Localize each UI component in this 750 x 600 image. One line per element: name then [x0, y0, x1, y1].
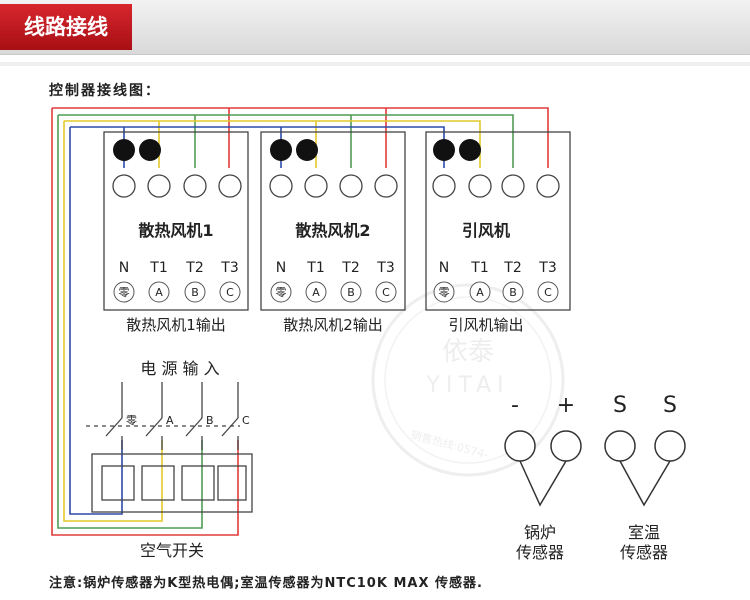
- controller-1-terminal-mark: A: [155, 286, 163, 299]
- controller-1-terminal-mark: B: [191, 286, 199, 299]
- boiler-sensor-name-line1: 锅炉: [524, 523, 556, 542]
- room-sensor-name-line2: 传感器: [620, 543, 668, 562]
- controller-2-terminal-label: T1: [306, 260, 324, 276]
- controller-2-terminal-mark: A: [312, 286, 320, 299]
- controller-2-terminal-mark: 零: [276, 286, 287, 299]
- controller-3: 引风机 N T1 T2 T3 零 A B C 引风机输出: [425, 131, 571, 334]
- controller-1-terminal-label: T1: [149, 260, 167, 276]
- controller-2-port-1: [269, 174, 293, 198]
- controller-3-port-1: [432, 174, 456, 198]
- controller-1-port-2: [147, 174, 171, 198]
- controller-3-port-2: [468, 174, 492, 198]
- diagram-subtitle: 控制器接线图：: [49, 83, 161, 99]
- controller-1-port-3: [183, 174, 207, 198]
- watermark-brand-en: YITAI: [425, 373, 509, 398]
- room-sensor-terminal-s1: S: [613, 393, 627, 418]
- controller-2-port-4: [374, 174, 398, 198]
- controller-3-terminal-label: T3: [538, 260, 556, 276]
- controller-1-frame: [103, 131, 249, 311]
- controller-3-terminal-screw: [469, 281, 491, 303]
- wires: [51, 107, 549, 536]
- boiler-sensor-name-line2: 传感器: [516, 543, 564, 562]
- controller-2-terminal-label: T3: [376, 260, 394, 276]
- controller-1-port-4: [218, 174, 242, 198]
- controller-1-lamp-1: [113, 139, 135, 161]
- controller-2-terminal-screw: [375, 281, 397, 303]
- controller-3-terminal-label: N: [439, 260, 449, 276]
- controller-1: 散热风机1 N T1 T2 T3 零 A B C 散热风机1输出: [103, 131, 249, 334]
- controller-2: 散热风机2 N T1 T2 T3 零 A B C 散热风机2输出: [260, 131, 406, 334]
- controller-1-output-label: 散热风机1输出: [126, 316, 226, 334]
- controller-1-terminal-screw: [219, 281, 241, 303]
- controller-3-terminal-screw: [537, 281, 559, 303]
- controller-2-terminal-mark: C: [382, 286, 390, 299]
- watermark-hotline: 销售热线:0574-: [409, 427, 490, 461]
- controller-2-terminal-screw: [340, 281, 362, 303]
- controller-1-name: 散热风机1: [138, 221, 213, 240]
- air-switch: 电 源 输 入 零 A B C 空气开关: [86, 359, 253, 560]
- power-terminal-label: C: [242, 414, 250, 427]
- controller-3-terminal-label: T2: [503, 260, 521, 276]
- controller-3-lamp-1: [433, 139, 455, 161]
- controller-3-port-4: [536, 174, 560, 198]
- controller-1-terminal-screw: [148, 281, 170, 303]
- controller-2-terminal-label: T2: [341, 260, 359, 276]
- controller-3-name: 引风机: [462, 221, 510, 240]
- controller-2-terminal-screw: [270, 281, 292, 303]
- controller-3-terminal-mark: C: [544, 286, 552, 299]
- controller-3-lamp-2: [459, 139, 481, 161]
- controller-3-port-3: [501, 174, 525, 198]
- controller-1-terminal-mark: 零: [119, 286, 130, 299]
- section-title: 线路接线: [0, 4, 132, 50]
- controller-2-terminal-label: N: [276, 260, 286, 276]
- controller-1-terminal-label: N: [119, 260, 129, 276]
- air-switch-label: 空气开关: [140, 541, 204, 560]
- controller-2-terminal-screw: [305, 281, 327, 303]
- power-terminal-label: B: [206, 414, 214, 427]
- controller-3-output-label: 引风机输出: [448, 316, 523, 334]
- boiler-sensor: - + 锅炉 传感器: [504, 393, 582, 562]
- controller-1-port-1: [112, 174, 136, 198]
- controller-2-lamp-2: [296, 139, 318, 161]
- controller-1-terminal-label: T3: [220, 260, 238, 276]
- room-sensor-name-line1: 室温: [628, 523, 660, 542]
- controller-1-terminal-screw: [184, 281, 206, 303]
- controller-2-terminal-mark: B: [347, 286, 355, 299]
- controller-3-frame: [425, 131, 571, 311]
- header-divider: [0, 62, 750, 66]
- controller-2-port-3: [339, 174, 363, 198]
- controller-1-lamp-2: [139, 139, 161, 161]
- controller-3-terminal-mark: A: [476, 286, 484, 299]
- controller-3-terminal-mark: 零: [439, 286, 450, 299]
- room-sensor: S S 室温 传感器: [604, 393, 686, 562]
- power-input-label: 电 源 输 入: [140, 359, 219, 378]
- controller-3-terminal-screw: [433, 281, 455, 303]
- boiler-sensor-terminal-minus: -: [511, 393, 519, 418]
- controller-2-frame: [260, 131, 406, 311]
- boiler-sensor-terminal-plus: +: [557, 393, 575, 418]
- room-sensor-terminal-s2: S: [663, 393, 677, 418]
- power-terminal-label: 零: [126, 414, 137, 427]
- footnote: 注意:锅炉传感器为K型热电偶;室温传感器为NTC10K MAX 传感器.: [49, 576, 483, 591]
- controller-2-name: 散热风机2: [295, 221, 370, 240]
- controller-3-terminal-label: T1: [470, 260, 488, 276]
- controller-1-terminal-label: T2: [185, 260, 203, 276]
- controller-1-terminal-mark: C: [226, 286, 234, 299]
- controller-3-terminal-screw: [502, 281, 524, 303]
- header-bar: 线路接线: [0, 0, 750, 55]
- controller-2-output-label: 散热风机2输出: [283, 316, 383, 334]
- power-terminal-label: A: [166, 414, 174, 427]
- controller-1-terminal-screw: [113, 281, 135, 303]
- controller-2-port-2: [304, 174, 328, 198]
- controller-2-lamp-1: [270, 139, 292, 161]
- watermark-brand-cn: 依泰: [442, 337, 494, 367]
- controller-3-terminal-mark: B: [509, 286, 517, 299]
